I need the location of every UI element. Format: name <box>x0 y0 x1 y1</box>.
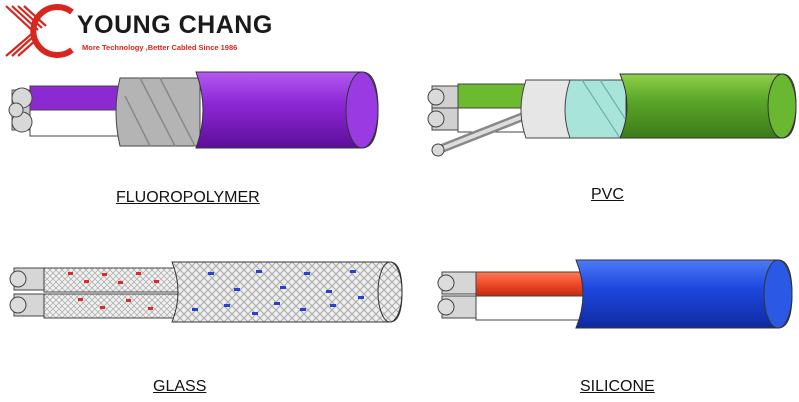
pvc-cable-image <box>427 73 797 157</box>
yc-monogram-icon <box>5 4 74 58</box>
cable-label-fluoropolymer: FLUOROPOLYMER <box>116 189 260 206</box>
glass-cable-image <box>9 261 403 323</box>
brand-logo: YOUNG CHANG More Technology ,Better Cabl… <box>0 0 272 62</box>
fluoropolymer-cable-image <box>8 71 379 149</box>
silicone-cable-image <box>437 259 793 329</box>
cable-label-glass: GLASS <box>153 378 207 395</box>
brand-name: YOUNG CHANG <box>77 11 273 39</box>
cable-label-silicone: SILICONE <box>580 378 655 395</box>
cable-label-pvc: PVC <box>591 186 624 203</box>
brand-tagline: More Technology ,Better Cabled Since 198… <box>82 43 238 52</box>
